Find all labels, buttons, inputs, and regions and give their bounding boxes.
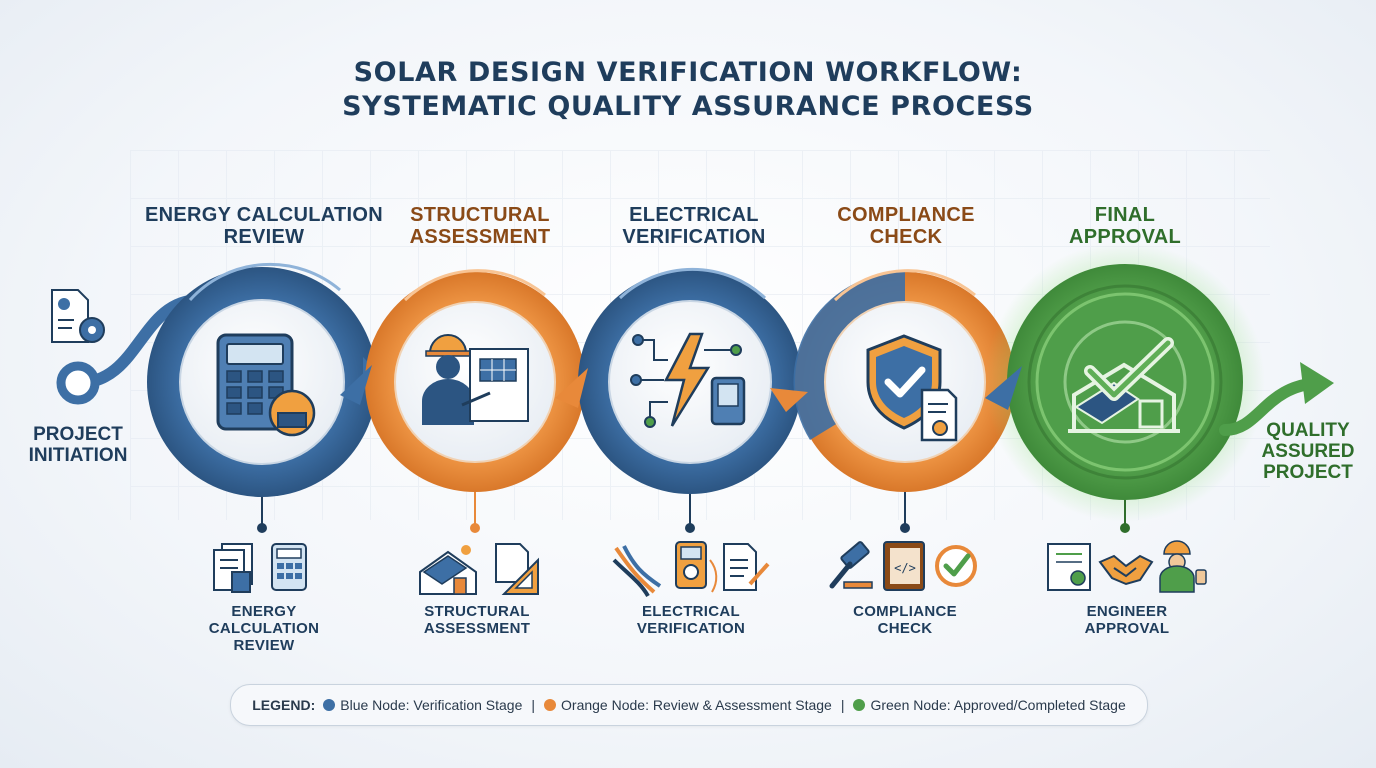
stage-3-title: ELECTRICAL VERIFICATION [564,204,824,248]
stage-3-sub-line-2: VERIFICATION [636,620,746,637]
approved-check-icon [935,545,977,587]
stage-5-title: FINAL APPROVAL [995,204,1255,248]
stage-5-sub-label: ENGINEER APPROVAL [1027,603,1227,637]
svg-text:</>: </> [894,561,916,575]
stage-2-sub-label: STRUCTURAL ASSESSMENT [377,603,577,637]
legend-item-green: Green Node: Approved/Completed Stage [870,697,1126,713]
checklist-icon [723,543,770,591]
stage-3-title-line-1: ELECTRICAL [629,204,759,226]
stage-4-title-line-1: COMPLIANCE [837,204,975,226]
stage-4-sub-line-1: COMPLIANCE [853,603,957,620]
legend-separator: | [531,697,536,713]
stage-4-title: COMPLIANCE CHECK [776,204,1036,248]
solar-house-icon [419,545,477,595]
stage-1-sub-line-1: ENERGY [231,603,297,620]
stage-3-sub-line-1: ELECTRICAL [642,603,740,620]
end-label-line-2: ASSURED [1261,441,1355,462]
stage-5-title-line-1: FINAL [1094,204,1156,226]
shield-check-icon [866,334,958,442]
diagram-title-line-1: SOLAR DESIGN VERIFICATION WORKFLOW: [353,57,1023,88]
stage-5-sub-line-2: APPROVAL [1084,620,1170,637]
start-label: PROJECT INITIATION [22,424,134,466]
documents-icon [213,543,253,593]
legend: LEGEND: Blue Node: Verification Stage | … [230,684,1148,726]
stage-5-sub-line-1: ENGINEER [1086,603,1168,620]
engineer-blueprint-icon [422,334,529,425]
stage-4-sub-label: COMPLIANCE CHECK [805,603,1005,637]
legend-item-blue: Blue Node: Verification Stage [340,697,523,713]
engineer-thumbs-up-icon [1159,540,1207,593]
legend-orange-dot [544,699,557,711]
calculator-small-icon [271,543,307,591]
diagram-title-line-2: SYSTEMATIC QUALITY ASSURANCE PROCESS [342,91,1034,122]
stage-3-sub-label: ELECTRICAL VERIFICATION [591,603,791,637]
stage-4-sub-line-2: CHECK [877,620,933,637]
multimeter-icon [675,541,718,593]
end-label-line-3: PROJECT [1263,462,1353,483]
stage-pins [257,492,1130,533]
drafting-tools-icon [495,543,539,595]
stage-1-title-line-2: REVIEW [223,226,305,248]
legend-title: LEGEND: [252,697,316,713]
calculator-icon [216,333,316,437]
legend-item-orange: Orange Node: Review & Assessment Stage [561,697,832,713]
end-label-line-1: QUALITY [1266,420,1350,441]
stage-2-title-line-2: ASSESSMENT [409,226,551,248]
stage-1-sub-label: ENERGY CALCULATION REVIEW [164,603,364,654]
stage-2-title: STRUCTURAL ASSESSMENT [350,204,610,248]
stage-arrows [340,365,1022,412]
code-book-icon: </> [883,541,925,591]
approved-solar-house-icon [1068,337,1180,433]
stage-1-title: ENERGY CALCULATION REVIEW [134,204,394,248]
document-gear-icon [51,289,105,343]
start-node [56,361,100,405]
stage-2-title-line-1: STRUCTURAL [410,204,550,226]
legend-separator: | [840,697,845,713]
lightning-circuit-icon [630,332,746,428]
start-label-line-1: PROJECT [33,424,123,445]
stage-2-sub-line-1: STRUCTURAL [424,603,530,620]
handshake-icon [1098,554,1154,586]
legend-blue-dot [323,699,336,711]
stage-4-title-line-2: CHECK [869,226,943,248]
start-label-line-2: INITIATION [28,445,128,466]
stage-5-title-line-2: APPROVAL [1068,226,1182,248]
stage-1-title-line-1: ENERGY CALCULATION [145,204,383,226]
wires-icon [612,545,662,598]
end-label: QUALITY ASSURED PROJECT [1250,420,1366,483]
stage-1-sub-line-2: CALCULATION [208,620,320,637]
legend-green-dot [853,699,866,711]
stage-2-sub-line-2: ASSESSMENT [423,620,531,637]
gavel-icon [829,541,873,589]
end-arrow [1300,362,1334,404]
certificate-icon [1047,543,1091,591]
stage-3-title-line-2: VERIFICATION [622,226,766,248]
stage-1-sub-line-3: REVIEW [233,637,295,654]
